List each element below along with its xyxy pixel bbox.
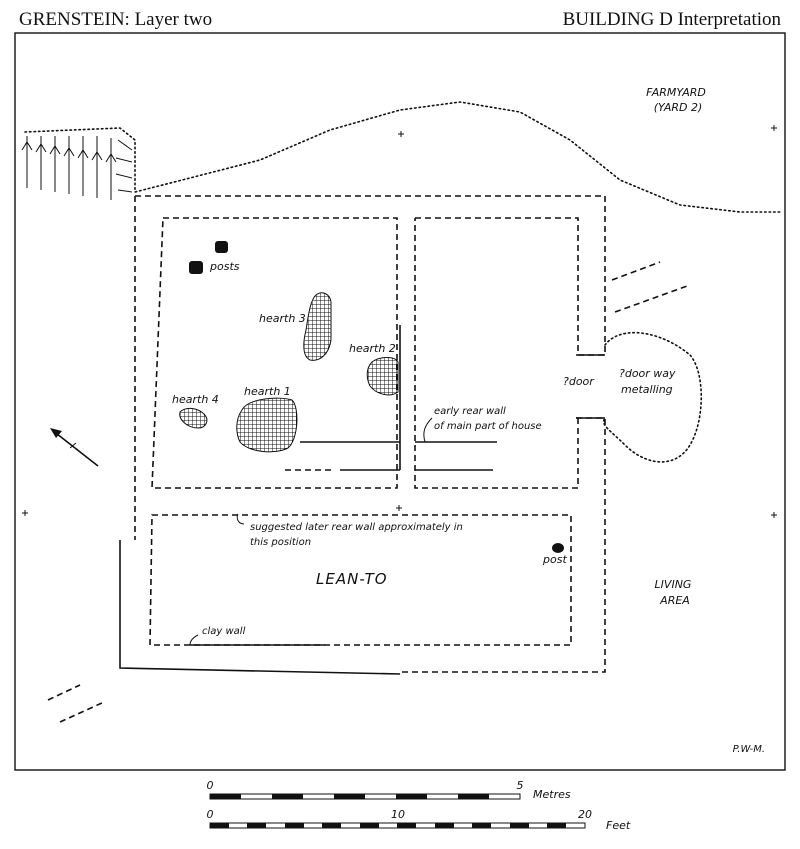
site-title: GRENSTEIN: Layer two	[19, 9, 212, 30]
dashed-strokes-right	[611, 261, 691, 313]
survey-markers	[22, 125, 777, 518]
plan-frame	[14, 32, 786, 771]
post-label: post	[542, 553, 567, 566]
feet-zero: 0	[207, 808, 214, 821]
early-wall-label-2: of main part of house	[434, 421, 542, 432]
lean-to-wall	[149, 514, 572, 646]
lean-to-label: LEAN-TO	[316, 570, 388, 588]
early-wall-label-1: early rear wall	[434, 406, 506, 417]
farmyard-label: FARMYARD	[646, 86, 706, 99]
doorway-metalling-outline	[603, 331, 703, 463]
feet-scale-bar: 0 10 20 Feet	[207, 808, 631, 832]
doorway-label: ?door way	[619, 367, 676, 380]
left-room-wall	[151, 217, 398, 489]
posts	[189, 241, 564, 553]
feet-max: 20	[578, 808, 592, 821]
hearth-1	[236, 397, 298, 453]
suggested-wall-label-1: suggested later rear wall approximately …	[250, 522, 463, 533]
credit-label: P.W-M.	[733, 744, 765, 755]
clay-wall-label: clay wall	[202, 626, 246, 637]
metres-zero: 0	[207, 779, 214, 792]
suggested-wall-label-2: this position	[250, 537, 311, 548]
posts-label: posts	[209, 260, 240, 273]
bank-boundary	[24, 101, 781, 213]
yard2-label: (YARD 2)	[654, 101, 703, 114]
hearth1-label: hearth 1	[244, 385, 291, 398]
north-arrow	[50, 428, 99, 467]
metres-unit: Metres	[533, 788, 571, 801]
hearth3-label: hearth 3	[259, 312, 306, 325]
door-jambs	[576, 354, 605, 419]
hearth-3	[303, 292, 332, 361]
door-label: ?door	[563, 375, 595, 388]
right-room-wall	[414, 217, 579, 489]
metres-scale-bar: 0 5 Metres	[207, 779, 571, 801]
early-rear-wall	[285, 325, 497, 471]
dashed-strokes-left	[47, 684, 105, 723]
slope-hachures	[21, 136, 133, 200]
leader-lines	[189, 417, 433, 646]
feet-unit: Feet	[606, 819, 631, 832]
hearth4-label: hearth 4	[172, 393, 219, 406]
metalling-label: metalling	[621, 383, 673, 396]
hearth2-label: hearth 2	[349, 342, 396, 355]
hearth-2	[366, 357, 399, 396]
metres-max: 5	[517, 779, 524, 792]
area-label: AREA	[659, 594, 690, 607]
feet-mid: 10	[391, 808, 405, 821]
living-label: LIVING	[655, 578, 692, 591]
hearth-4	[179, 407, 208, 429]
plan-title: BUILDING D Interpretation	[563, 9, 782, 30]
